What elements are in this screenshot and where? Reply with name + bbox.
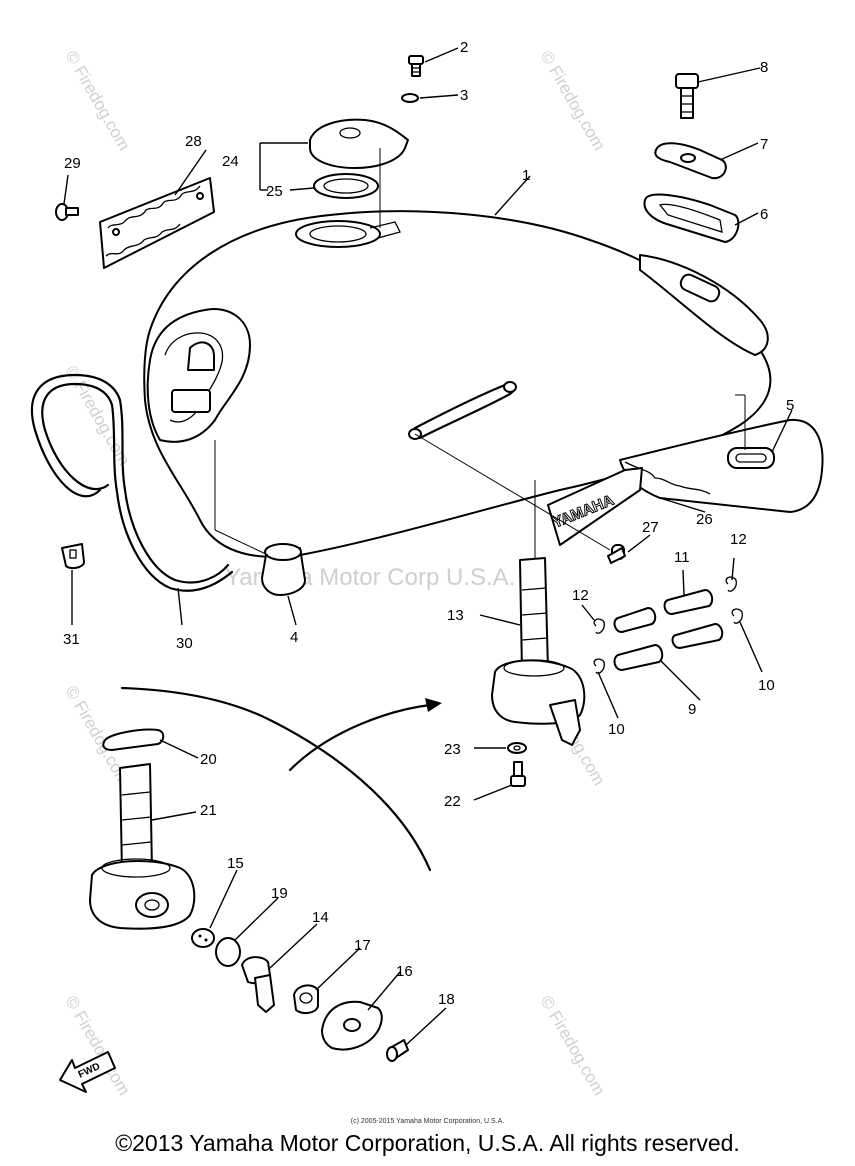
bracket-28 xyxy=(99,177,215,269)
projection-lines xyxy=(214,148,746,560)
petcock-13 xyxy=(491,557,586,746)
callout-11: 11 xyxy=(674,549,690,566)
clamp-31 xyxy=(61,543,85,570)
screw-29 xyxy=(55,203,79,221)
callout-3: 3 xyxy=(460,87,468,104)
callout-7: 7 xyxy=(760,136,768,153)
callout-4: 4 xyxy=(290,629,298,646)
callout-12a: 12 xyxy=(572,587,589,604)
callout-30: 30 xyxy=(176,635,193,652)
callout-31: 31 xyxy=(63,631,80,648)
screw-18 xyxy=(386,1039,409,1062)
callout-5: 5 xyxy=(786,397,794,414)
damper-6 xyxy=(643,193,740,243)
plate-7 xyxy=(654,142,727,180)
callout-1: 1 xyxy=(522,167,530,184)
callout-15: 15 xyxy=(227,855,244,872)
inset-frame xyxy=(120,686,442,872)
fwd-arrow-icon: FWD xyxy=(59,1051,116,1093)
callout-10b: 10 xyxy=(758,677,775,694)
clips xyxy=(593,576,743,674)
callout-numbers: 1 2 3 4 5 6 7 8 9 10 10 11 12 12 13 14 1… xyxy=(63,39,794,1008)
hose-11-upper xyxy=(613,589,714,633)
lever-14 xyxy=(241,956,275,1013)
callout-8: 8 xyxy=(760,59,768,76)
fuel-tank xyxy=(143,210,772,558)
gasket-20 xyxy=(102,728,165,751)
leader-lines xyxy=(63,47,793,1046)
screw-27 xyxy=(607,544,626,564)
cap-4 xyxy=(261,543,306,596)
callout-21: 21 xyxy=(200,802,217,819)
callout-2: 2 xyxy=(460,39,468,56)
callout-26: 26 xyxy=(696,511,713,528)
watermark-8: © Firedog.com xyxy=(537,993,609,1099)
callout-14: 14 xyxy=(312,909,329,926)
seal-17 xyxy=(293,984,319,1015)
callout-28: 28 xyxy=(185,133,202,150)
hose-30 xyxy=(30,373,234,592)
tank-cap xyxy=(309,118,409,199)
callout-22: 22 xyxy=(444,793,461,810)
main-copyright: ©2013 Yamaha Motor Corporation, U.S.A. A… xyxy=(115,1130,740,1156)
callout-16: 16 xyxy=(396,963,413,980)
callout-29: 29 xyxy=(64,155,81,172)
callout-27: 27 xyxy=(642,519,659,536)
screw-2 xyxy=(408,55,424,77)
callout-17: 17 xyxy=(354,937,371,954)
rear-damper-5 xyxy=(619,418,824,513)
callout-10a: 10 xyxy=(608,721,625,738)
washer-15 xyxy=(191,928,215,948)
callout-12b: 12 xyxy=(730,531,747,548)
callout-19: 19 xyxy=(271,885,288,902)
screw-22 xyxy=(510,761,526,787)
callout-9: 9 xyxy=(688,701,696,718)
callout-6: 6 xyxy=(760,206,768,223)
small-copyright: (c) 2005-2015 Yamaha Motor Corporation, … xyxy=(350,1118,505,1125)
watermark-1: © Firedog.com xyxy=(62,48,134,154)
petcock-21 xyxy=(89,763,196,930)
hose-9-lower xyxy=(613,623,724,671)
callout-18: 18 xyxy=(438,991,455,1008)
callout-20: 20 xyxy=(200,751,217,768)
o-ring-19 xyxy=(215,937,241,967)
plate-16 xyxy=(321,1000,383,1051)
watermark-2: © Firedog.com xyxy=(537,48,609,154)
washer-3 xyxy=(401,93,419,103)
callout-25: 25 xyxy=(266,183,283,200)
callout-24: 24 xyxy=(222,153,239,170)
callout-13: 13 xyxy=(447,607,464,624)
callout-23: 23 xyxy=(444,741,461,758)
washer-23 xyxy=(507,742,527,754)
bolt-8 xyxy=(675,73,699,119)
